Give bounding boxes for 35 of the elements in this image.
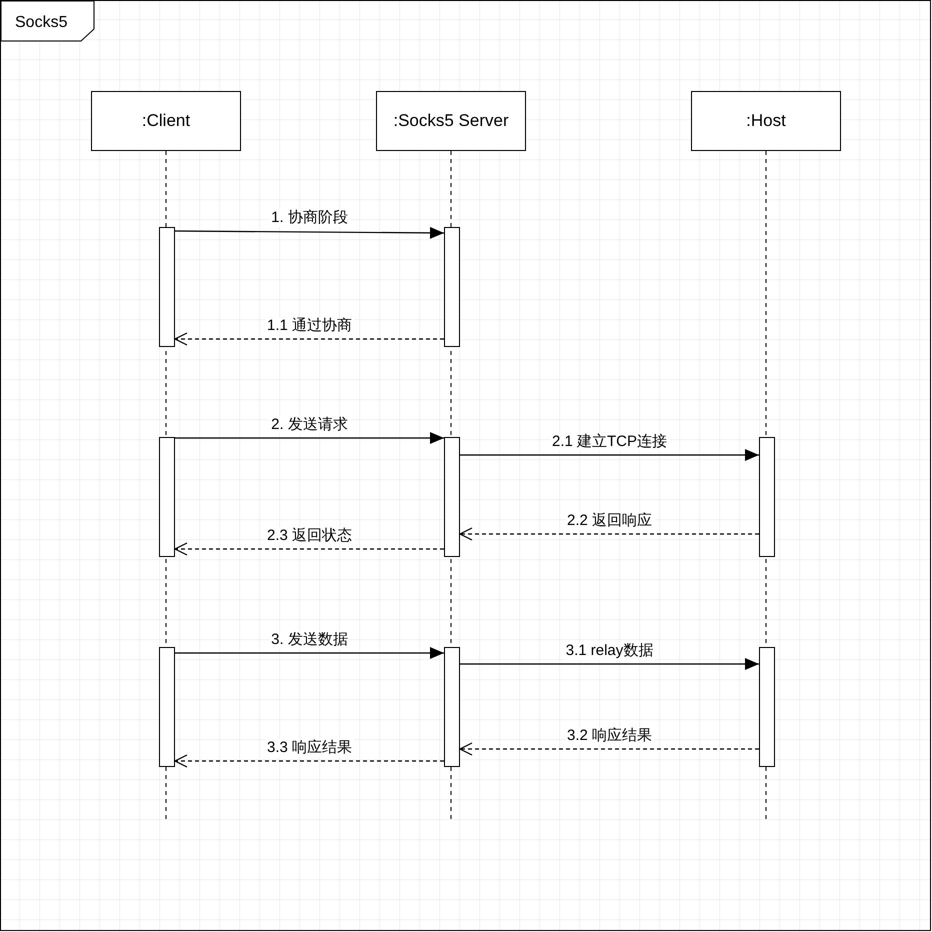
return-arrow	[459, 742, 759, 756]
return-arrow	[459, 527, 759, 541]
frame-title: Socks5	[15, 13, 68, 33]
lifeline-head	[691, 91, 841, 151]
return-arrow	[174, 542, 444, 556]
edge-label: 3.3 响应结果	[264, 739, 354, 757]
message-arrow	[460, 658, 759, 670]
activation-bar	[444, 647, 460, 767]
lifeline-head	[91, 91, 241, 151]
message-arrow	[175, 647, 444, 659]
edge-label: 2.3 返回状态	[264, 527, 354, 545]
edge-label: 3.1 relay数据	[564, 642, 656, 660]
activation-bar	[159, 647, 175, 767]
message-arrow	[175, 432, 444, 444]
return-arrow	[174, 332, 444, 346]
message-arrow	[460, 449, 759, 461]
edge-label: 2.1 建立TCP连接	[550, 433, 670, 451]
edge-label: 3.2 响应结果	[564, 727, 654, 745]
edge-label: 1.1 通过协商	[264, 317, 354, 335]
lifeline-name: :Host	[746, 110, 786, 132]
edge-label: 2. 发送请求	[269, 416, 350, 434]
edge-label: 3. 发送数据	[269, 631, 350, 649]
edge-label: 2.2 返回响应	[564, 512, 654, 530]
activation-bar	[444, 227, 460, 347]
lifeline-head	[376, 91, 526, 151]
activation-bar	[159, 227, 175, 347]
activation-bar	[159, 437, 175, 557]
activation-bar	[444, 437, 460, 557]
lifeline-name: :Client	[142, 110, 190, 132]
return-arrow	[174, 754, 444, 768]
edge-label: 1. 协商阶段	[269, 209, 350, 227]
message-arrow	[175, 226, 444, 239]
activation-bar	[759, 437, 775, 557]
lifeline-name: :Socks5 Server	[393, 110, 509, 132]
activation-bar	[759, 647, 775, 767]
